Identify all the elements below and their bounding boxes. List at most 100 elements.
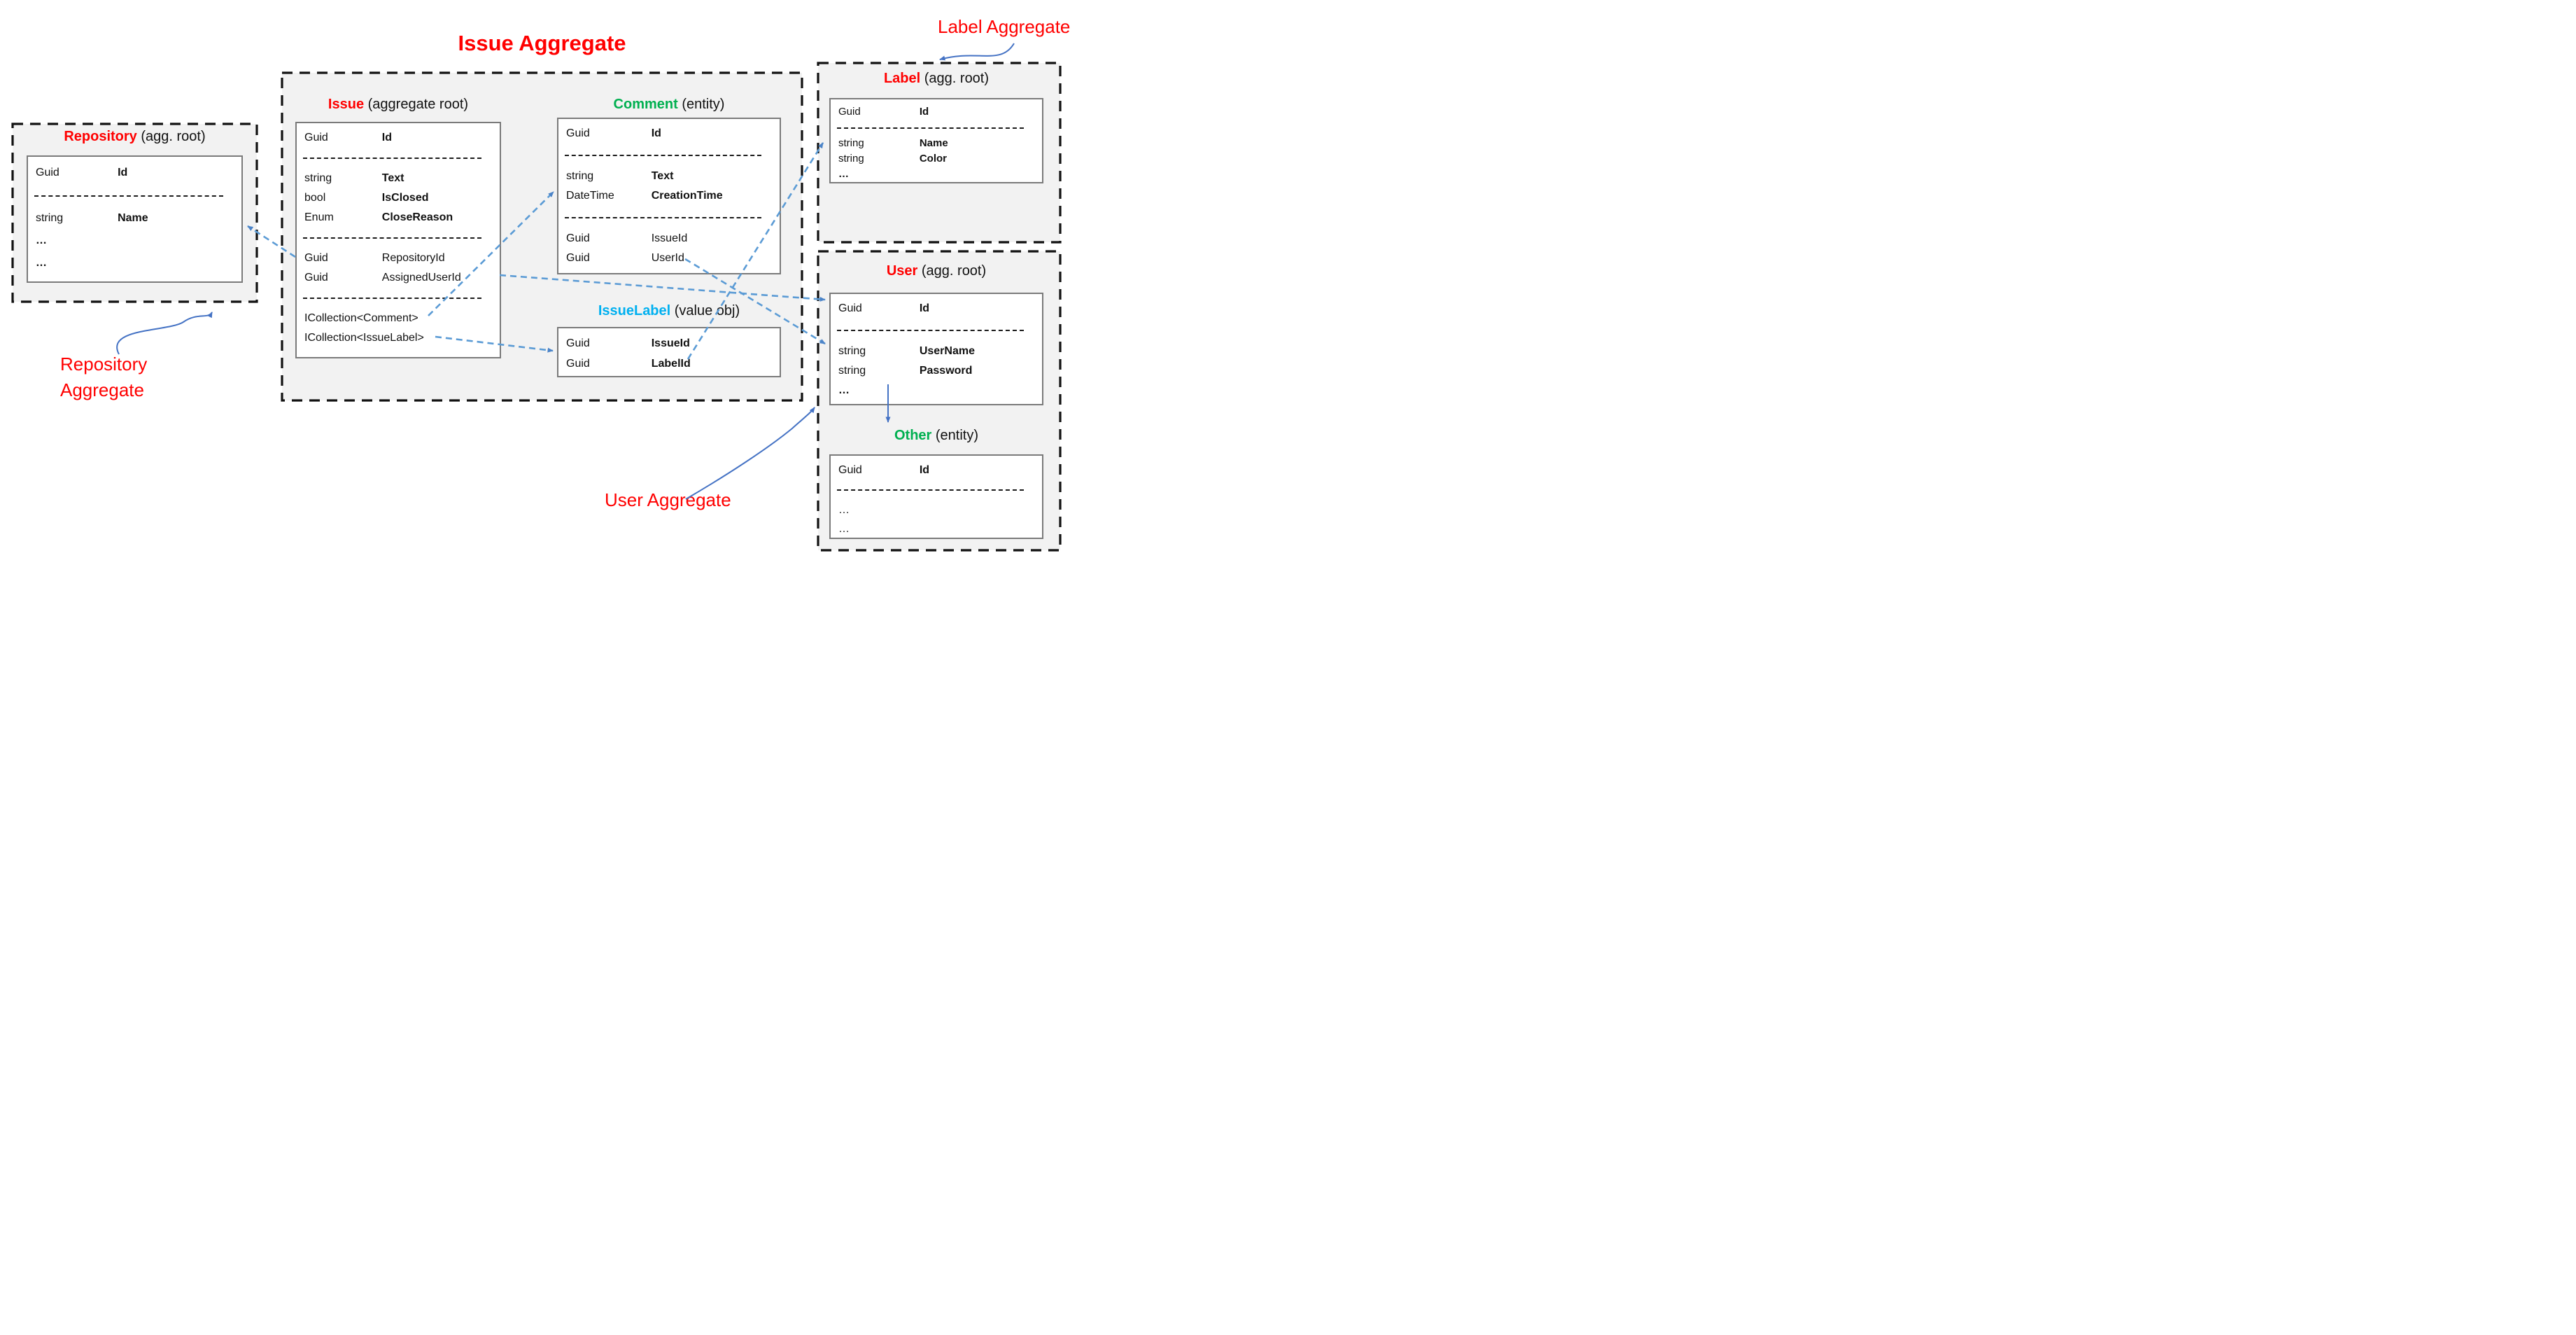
field-name: Name — [118, 212, 148, 224]
label-heading: Label (agg. root) — [829, 71, 1096, 87]
field-row: string Text — [297, 169, 500, 188]
other-table: Guid Id … … — [829, 454, 1043, 539]
comment-name: Comment — [613, 97, 678, 112]
field-type: string — [838, 137, 864, 149]
field-name: AssignedUserId — [381, 272, 461, 284]
field-name — [382, 309, 500, 328]
field-name: CloseReason — [381, 211, 453, 223]
field-row: string UserName — [831, 342, 1042, 361]
field-name: IssueId — [651, 337, 690, 349]
field-type: Guid — [566, 337, 590, 349]
field-type: Guid — [838, 106, 861, 118]
field-name: Name — [919, 137, 948, 149]
field-row: … — [831, 167, 1042, 182]
field-type: string — [838, 153, 864, 165]
other-heading: Other (entity) — [829, 428, 1096, 444]
field-row: ICollection<Comment> — [297, 309, 500, 328]
field-type: Guid — [838, 464, 862, 476]
field-type: … — [838, 168, 849, 180]
field-name: UserName — [919, 345, 975, 357]
field-group-divider — [297, 148, 500, 169]
page-title: Issue Aggregate — [458, 31, 626, 55]
field-name: Text — [381, 172, 404, 184]
field-name — [920, 381, 1042, 400]
field-row: Guid Id — [297, 128, 500, 148]
repository-qualifier: (agg. root) — [136, 129, 206, 144]
field-name — [920, 167, 1042, 182]
field-type: string — [838, 345, 866, 357]
field-name — [382, 328, 500, 348]
field-row: Guid IssueId — [558, 229, 780, 249]
field-row: … — [831, 501, 1042, 519]
field-type: Guid — [838, 302, 862, 314]
field-type: … — [838, 384, 850, 396]
field-row: … — [28, 230, 241, 252]
user-aggregate-label: User Aggregate — [605, 489, 731, 510]
field-name — [920, 519, 1042, 538]
field-group-divider — [831, 480, 1042, 501]
arrow-user-aggregate-pointer — [685, 407, 815, 500]
field-type: … — [838, 504, 850, 516]
field-group-divider — [297, 288, 500, 309]
field-row: ICollection<IssueLabel> — [297, 328, 500, 348]
field-row: Guid Id — [558, 124, 780, 144]
field-name: Color — [919, 153, 947, 165]
field-type: … — [36, 235, 47, 246]
field-name — [118, 252, 241, 274]
field-type: Guid — [566, 252, 590, 264]
field-name: Id — [651, 127, 661, 139]
field-group-divider — [558, 206, 780, 229]
field-name: Id — [381, 132, 393, 144]
field-type: Guid — [304, 272, 328, 284]
field-row: string Color — [831, 151, 1042, 167]
field-type: … — [36, 257, 47, 269]
field-type: ICollection<Comment> — [304, 312, 418, 324]
field-row: … — [28, 252, 241, 274]
issuelabel-qualifier: (value obj) — [670, 303, 740, 319]
arrow-repository-aggregate-pointer — [116, 312, 213, 355]
field-type: Guid — [566, 127, 590, 139]
field-type: string — [304, 172, 332, 184]
user-name: User — [886, 263, 918, 279]
issuelabel-name: IssueLabel — [598, 303, 671, 319]
arrow-label-aggregate-pointer — [939, 43, 1015, 61]
field-type: Guid — [304, 132, 328, 144]
label-qualifier: (agg. root) — [920, 71, 990, 86]
field-type: bool — [304, 192, 326, 204]
field-row: Guid AssignedUserId — [297, 268, 500, 288]
field-type: Guid — [566, 232, 590, 244]
arrow-issue-assigneduserid-to-user — [499, 274, 826, 302]
field-name: CreationTime — [651, 190, 723, 202]
field-row: … — [831, 381, 1042, 400]
arrow-issue-repositoryid-to-repository — [247, 225, 296, 258]
field-name — [920, 501, 1042, 519]
user-qualifier: (agg. root) — [917, 263, 987, 279]
field-type: DateTime — [566, 190, 614, 202]
field-name: Id — [919, 464, 930, 476]
field-row: string Name — [831, 136, 1042, 151]
field-type: Guid — [566, 358, 590, 370]
comment-qualifier: (entity) — [677, 97, 725, 112]
aggregates-diagram: Issue Aggregate Repository (agg. root) I… — [0, 0, 1096, 568]
issue-heading: Issue (aggregate root) — [295, 97, 564, 113]
field-row: Guid IssueId — [558, 333, 780, 354]
repository-aggregate-label: Repository Aggregate — [60, 354, 148, 400]
field-name: IssueId — [651, 232, 688, 244]
field-type: … — [838, 523, 850, 535]
field-type: Guid — [36, 167, 59, 179]
repository-name: Repository — [64, 129, 137, 144]
field-group-divider — [558, 144, 780, 167]
